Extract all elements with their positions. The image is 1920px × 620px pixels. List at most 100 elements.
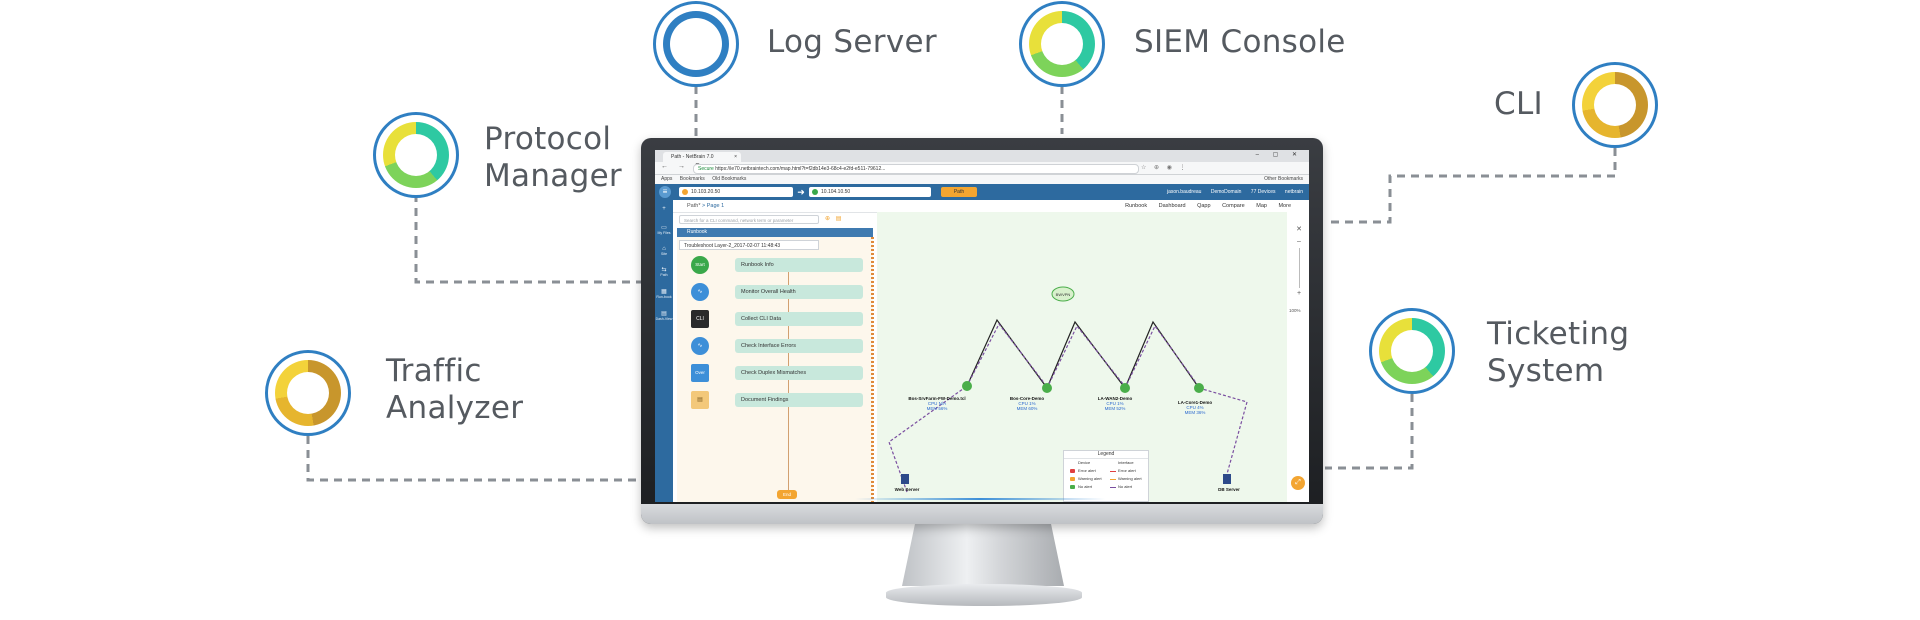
web-server-label[interactable]: Web Server [894,487,920,492]
strip-path[interactable]: ⇆Path [660,267,668,277]
expand-icon[interactable]: ⤢ [1291,476,1305,490]
traffic-analyzer-label-line2: Analyzer [386,390,524,426]
bookmark-old[interactable]: Old Bookmarks [712,176,747,182]
zoom-level: 100% [1289,308,1301,313]
runbook-end: End [777,490,797,499]
source-ip-input[interactable]: 10.103.20.50 [679,187,793,197]
left-icon-strip: + ▭My Files ⌂Site ⇆Path ▦Run-book ▤Dash-… [655,200,673,502]
device-label-core1[interactable]: LA-Core1-Demo CPU 4% MEM 36% [1177,400,1213,415]
toolbar-runbook[interactable]: Runbook [1125,203,1148,209]
toolbar-qapp[interactable]: Qapp [1197,203,1211,209]
cli-terminal-icon: CLI [691,310,709,328]
zoom-slider[interactable] [1299,248,1300,288]
db-server-label[interactable]: DB Server [1218,487,1240,492]
bookmarks-bar: Apps Bookmarks Old Bookmarks Other Bookm… [655,175,1309,184]
monitor-base [886,584,1082,606]
runbook-step-duplex[interactable]: Check Duplex Mismatches [735,366,863,380]
log-server-label: Log Server [767,24,937,60]
breadcrumb-page[interactable]: Page 1 [706,203,725,209]
protocol-manager-label-line1: Protocol [484,121,612,157]
ticketing-system-label-line2: System [1487,353,1605,389]
link-core1-db [1198,387,1248,475]
url-text: https://ie70.netbraintech.com/map.html?t… [715,166,886,172]
device-label-fw[interactable]: Bos-SrvFarm-FW-Demo.tcl CPU N/A MEM 56% [908,396,966,411]
bookmark-other[interactable]: Other Bookmarks [1264,176,1303,182]
link-wan-core1-path [1126,324,1198,385]
runbook-icon: ▦ [661,289,667,295]
browser-nav-buttons[interactable]: ← → C ⌂ [661,163,719,170]
runbook-step-cli[interactable]: Collect CLI Data [735,312,863,326]
legend-col-interface: Interface [1118,460,1134,465]
bookmark-apps[interactable]: Apps [661,176,673,182]
runbook-step-document[interactable]: Document Findings [735,393,863,407]
connector-ticketing-system [1325,394,1414,470]
link-core-wan-path [1048,324,1124,385]
close-icon[interactable]: ✕ [1296,226,1302,233]
cli-icon [1572,62,1658,148]
legend-title: Legend [1064,451,1148,459]
toolbar-map[interactable]: Map [1256,203,1267,209]
zoom-in-icon[interactable]: + [1296,290,1302,297]
header-user-area: jason.baudreau DemoDomain 77 Devices net… [1159,187,1303,197]
screen: Path - NetBrain 7.0 × – ▢ ✕ ← → C ⌂ Secu… [655,150,1309,502]
runbook-step-health[interactable]: Monitor Overall Health [735,285,863,299]
path-icon: ⇆ [661,267,667,273]
runbook-search-input[interactable]: Search for a CLI command, network term o… [679,215,819,224]
siem-console-label: SIEM Console [1134,24,1346,60]
browser-addressbar: ← → C ⌂ Secure https://ie70.netbraintech… [655,162,1309,175]
strip-runbook[interactable]: ▦Run-book [656,289,672,299]
bwvpn-cloud [1051,286,1075,302]
window-controls[interactable]: – ▢ ✕ [1255,152,1303,158]
toolbar-dashboard[interactable]: Dashboard [1158,203,1186,209]
topology-svg: BWVPN [888,286,1248,493]
map-side-panel [1287,212,1309,502]
link-wan-core1 [1124,320,1200,389]
menu-icon[interactable]: ≡ [659,186,671,198]
folder-icon: ▭ [661,225,667,231]
dest-ip-input[interactable]: 10.104.10.50 [809,187,931,197]
device-label-core[interactable]: Bos-Core-Demo CPU 1% MEM 60% [1009,396,1045,411]
strip-dashview[interactable]: ▤Dash-View [655,311,673,321]
source-ip-value: 10.103.20.50 [691,189,721,195]
web-server-node [901,474,909,484]
monitor-stand [902,524,1064,586]
zoom-controls: ✕ – + [1294,224,1304,300]
device-label-wan[interactable]: LA-WAN2-Demo CPU 1% MEM 52% [1097,396,1133,411]
browser-tab[interactable]: Path - NetBrain 7.0 × [663,152,741,162]
bookmark-bookmarks[interactable]: Bookmarks [679,176,705,182]
tab-close-icon[interactable]: × [734,154,737,160]
strip-add[interactable]: + [655,206,673,212]
runbook-step-info[interactable]: Runbook Info [735,258,863,272]
extension-icons[interactable]: ☆ ⊕ ◉ ⋮ [1141,165,1189,171]
runbook-step-interface[interactable]: Check Interface Errors [735,339,863,353]
url-field[interactable]: Secure https://ie70.netbraintech.com/map… [693,164,1139,174]
map-toolbar: Runbook Dashboard Qapp Compare Map More [1115,200,1291,212]
wan-node [1120,383,1130,393]
domain-name[interactable]: DemoDomain [1210,189,1242,195]
toolbar-compare[interactable]: Compare [1222,203,1245,209]
log-server-icon [653,1,739,87]
path-arrow-icon: ➜ [797,187,805,197]
core1-node [1194,383,1204,393]
connector-traffic-analyzer [306,436,642,482]
runbook-select[interactable]: Troubleshoot Layer-2_2017-02-07 11:48:43 [679,240,819,250]
tab-title: Path - NetBrain 7.0 [671,154,714,160]
traffic-analyzer-label-line1: Traffic [386,353,482,389]
zoom-out-icon[interactable]: – [1297,238,1301,245]
breadcrumb-root[interactable]: Path* [687,203,701,209]
path-button[interactable]: Path [941,187,977,197]
siem-console-icon [1019,1,1105,87]
ticketing-system-label-line1: Ticketing [1487,316,1630,352]
strip-site[interactable]: ⌂Site [660,246,668,256]
netbrain-logo: netbrain [1284,189,1303,195]
start-icon: Start [691,256,709,274]
device-count[interactable]: 77 Devices [1250,189,1276,195]
user-name[interactable]: jason.baudreau [1166,189,1202,195]
runbook-scrollbar[interactable] [871,237,874,502]
toolbar-more[interactable]: More [1278,203,1291,209]
search-action-icons[interactable]: ⊕ ▤ [825,216,844,222]
runbook-tab[interactable]: Runbook [677,228,873,237]
core-node [1042,383,1052,393]
strip-my-files[interactable]: ▭My Files [657,225,671,235]
